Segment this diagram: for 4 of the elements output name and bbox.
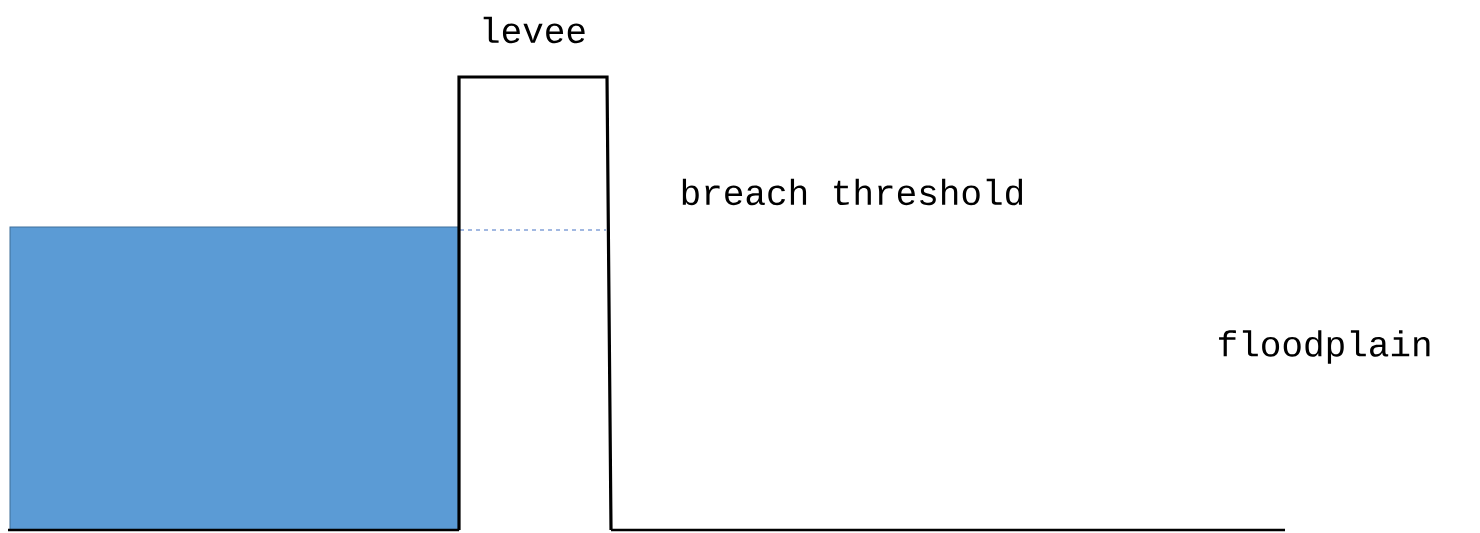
- levee: levee: [457, 16, 613, 531]
- water-body: [9, 226, 460, 531]
- label: breach threshold: [682, 178, 1023, 206]
- label: floodplain: [1219, 330, 1430, 364]
